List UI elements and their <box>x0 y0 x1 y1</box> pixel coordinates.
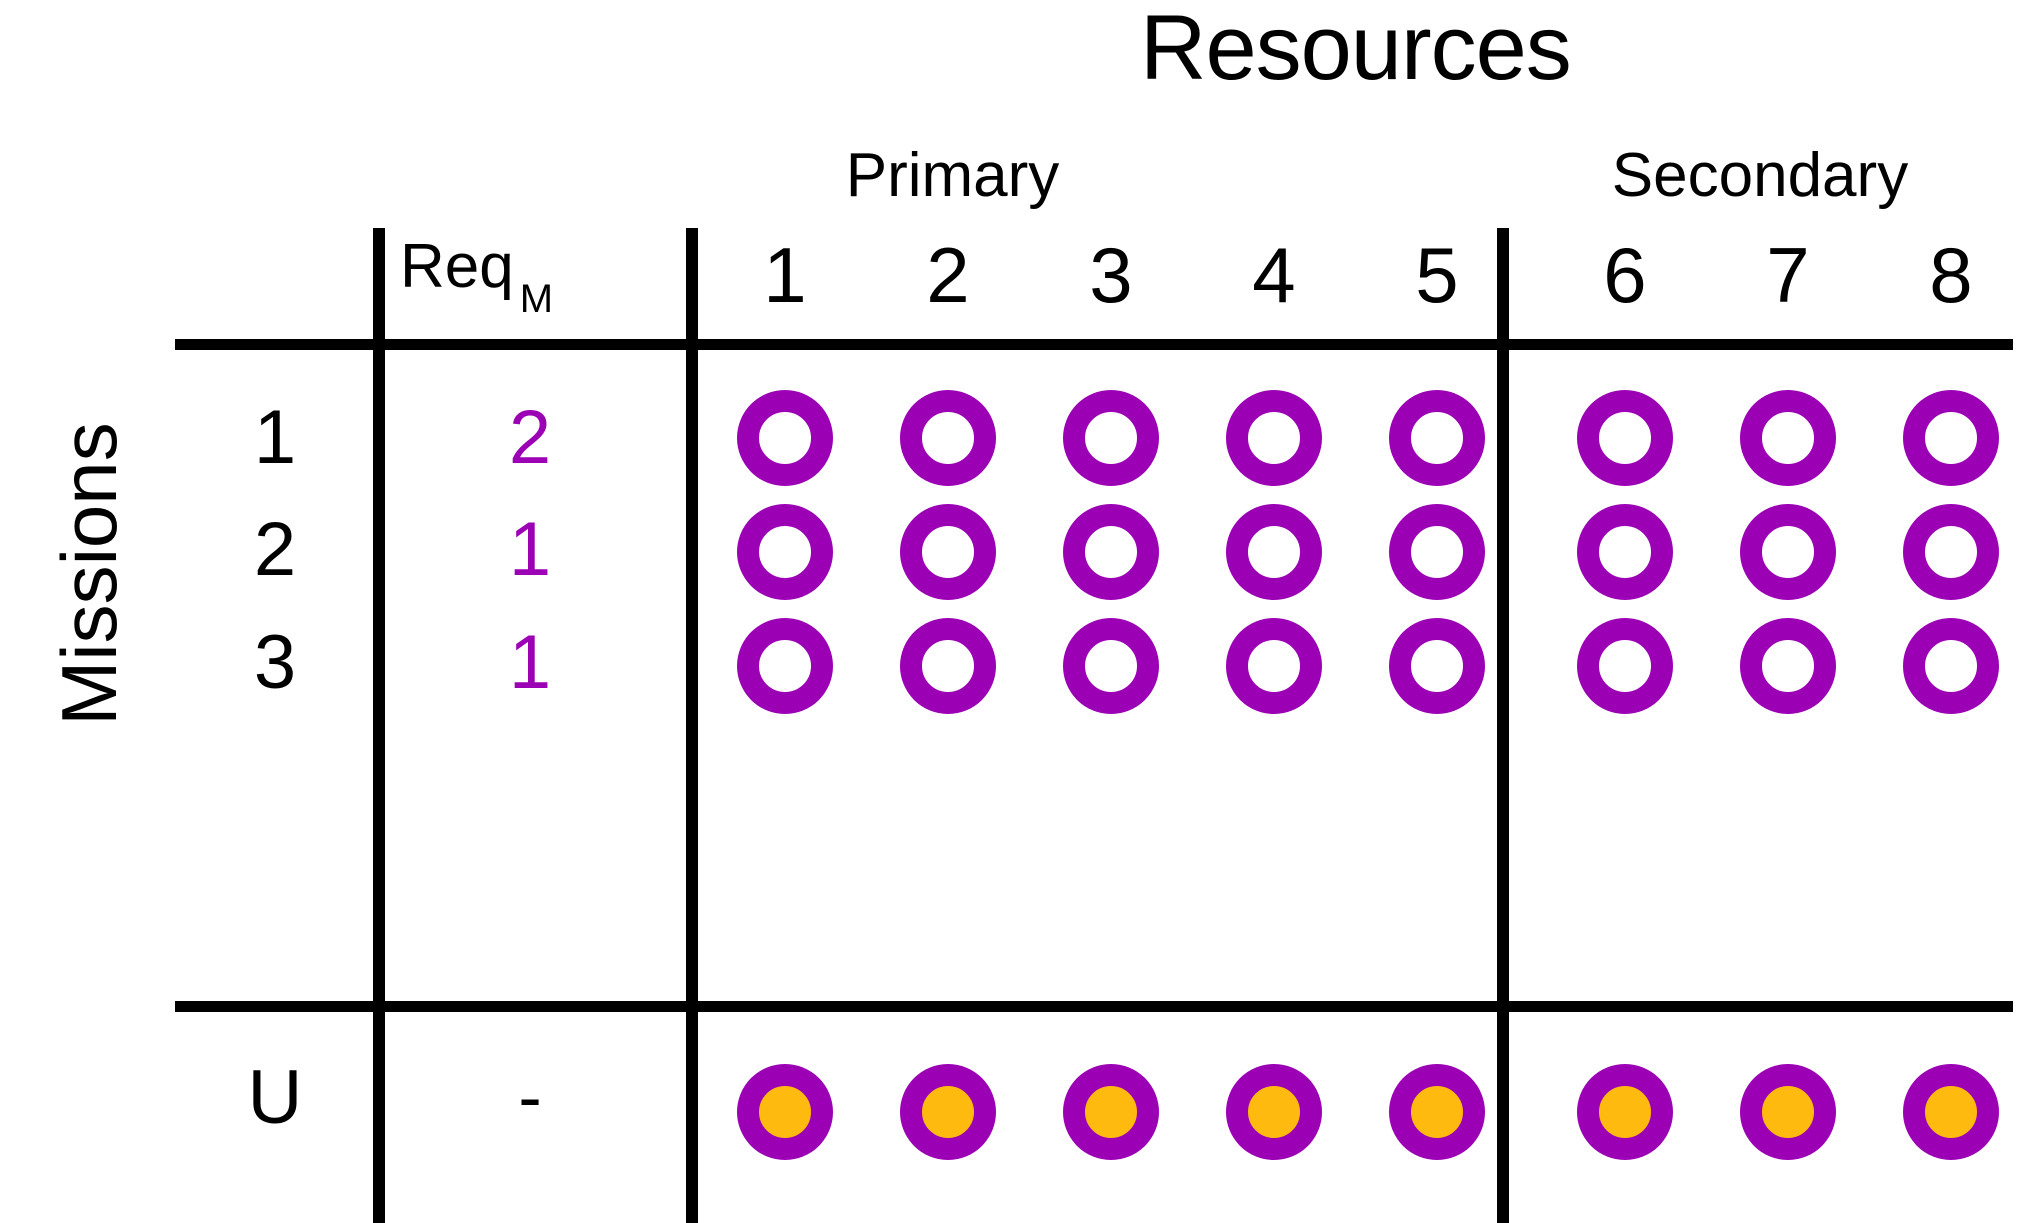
req-value-utilization: - <box>518 1058 542 1136</box>
header-separator-rule <box>175 339 2013 350</box>
marker-u-r3[interactable] <box>1063 1064 1159 1160</box>
marker-m2-r4[interactable] <box>1226 504 1322 600</box>
req-value-mission-1: 2 <box>508 395 552 480</box>
marker-m2-r6[interactable] <box>1577 504 1673 600</box>
marker-u-r2[interactable] <box>900 1064 996 1160</box>
marker-m2-r2[interactable] <box>900 504 996 600</box>
marker-m3-r3[interactable] <box>1063 618 1159 714</box>
marker-m2-r8[interactable] <box>1903 504 1999 600</box>
marker-m3-r1[interactable] <box>737 618 833 714</box>
req-column-rule <box>686 228 698 1223</box>
marker-m2-r1[interactable] <box>737 504 833 600</box>
marker-m1-r5[interactable] <box>1389 390 1485 486</box>
marker-u-r7[interactable] <box>1740 1064 1836 1160</box>
marker-m3-r2[interactable] <box>900 618 996 714</box>
row-label-utilization: U <box>247 1055 303 1140</box>
page-title: Resources <box>1140 0 1572 99</box>
column-header-4: 4 <box>1252 231 1296 319</box>
marker-m1-r7[interactable] <box>1740 390 1836 486</box>
column-header-6: 6 <box>1603 231 1647 319</box>
marker-u-r8[interactable] <box>1903 1064 1999 1160</box>
marker-m3-r8[interactable] <box>1903 618 1999 714</box>
missions-column-rule <box>373 228 385 1223</box>
marker-m1-r1[interactable] <box>737 390 833 486</box>
req-value-mission-3: 1 <box>508 620 552 705</box>
marker-m2-r5[interactable] <box>1389 504 1485 600</box>
column-header-2: 2 <box>926 231 970 319</box>
row-label-mission-1: 1 <box>253 395 297 480</box>
column-header-8: 8 <box>1929 231 1973 319</box>
group-header-secondary: Secondary <box>1611 141 1909 210</box>
marker-m2-r3[interactable] <box>1063 504 1159 600</box>
row-label-mission-2: 2 <box>253 507 297 592</box>
marker-m1-r4[interactable] <box>1226 390 1322 486</box>
column-header-1: 1 <box>763 231 807 319</box>
body-separator-rule <box>175 1001 2013 1012</box>
column-header-7: 7 <box>1766 231 1810 319</box>
column-header-5: 5 <box>1415 231 1459 319</box>
marker-m1-r8[interactable] <box>1903 390 1999 486</box>
marker-m2-r7[interactable] <box>1740 504 1836 600</box>
column-header-3: 3 <box>1089 231 1133 319</box>
group-header-primary: Primary <box>845 141 1060 210</box>
marker-u-r1[interactable] <box>737 1064 833 1160</box>
primary-secondary-rule <box>1497 228 1509 1223</box>
marker-m1-r2[interactable] <box>900 390 996 486</box>
marker-u-r5[interactable] <box>1389 1064 1485 1160</box>
marker-m1-r3[interactable] <box>1063 390 1159 486</box>
marker-u-r6[interactable] <box>1577 1064 1673 1160</box>
req-value-mission-2: 1 <box>508 507 552 592</box>
row-label-mission-3: 3 <box>253 620 297 705</box>
marker-m3-r5[interactable] <box>1389 618 1485 714</box>
req-subscript-text: M <box>519 277 554 322</box>
marker-m3-r6[interactable] <box>1577 618 1673 714</box>
marker-m1-r6[interactable] <box>1577 390 1673 486</box>
marker-u-r4[interactable] <box>1226 1064 1322 1160</box>
marker-m3-r7[interactable] <box>1740 618 1836 714</box>
axis-label-missions: Missions <box>45 422 133 726</box>
req-label-text: Req <box>400 232 514 301</box>
marker-m3-r4[interactable] <box>1226 618 1322 714</box>
